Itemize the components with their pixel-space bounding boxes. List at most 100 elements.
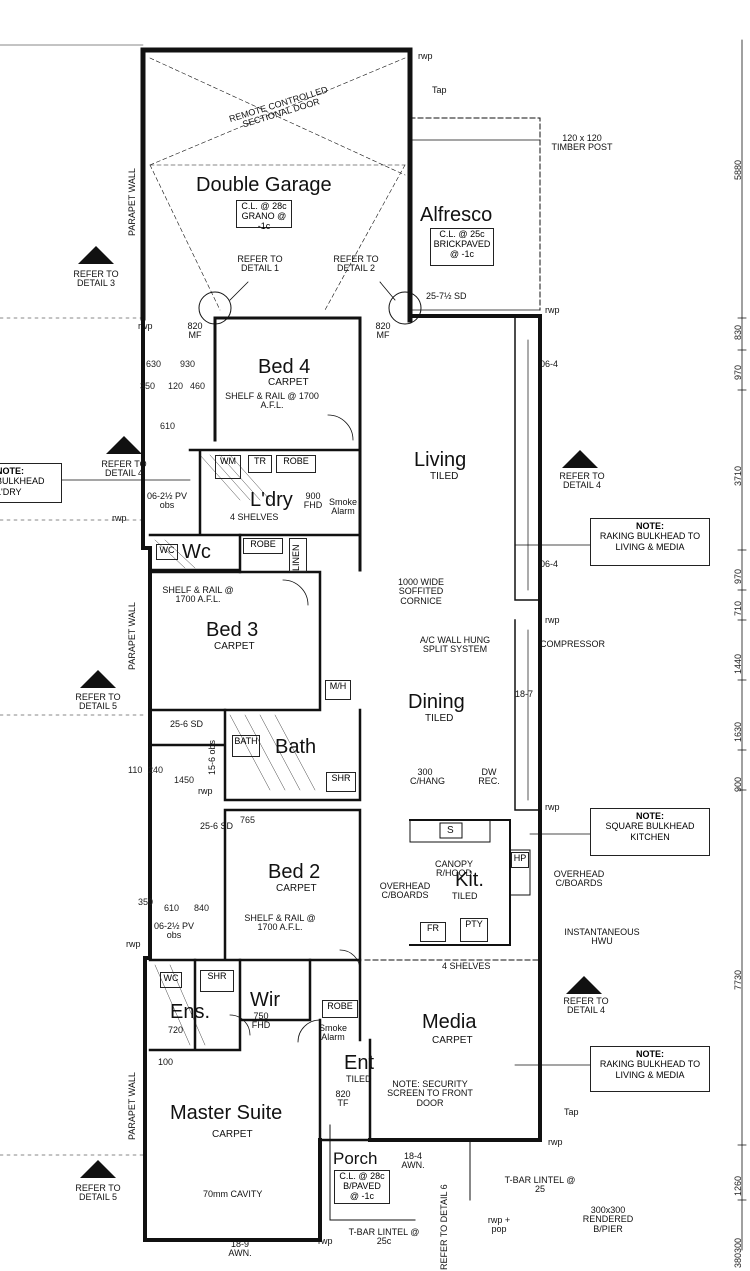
room-entry: Ent	[344, 1052, 375, 1074]
dim-right-900: 900	[733, 776, 743, 792]
dim-240: 240	[148, 765, 164, 775]
garage-door-label: REMOTE CONTROLLED SECTIONAL DOOR	[227, 84, 329, 130]
refer-detail-4-right: REFER TO DETAIL 4	[559, 471, 605, 491]
compressor-label: COMPRESSOR	[540, 639, 606, 649]
rwp-laundry: rwp	[112, 513, 127, 523]
window-06-4-upper: 06-4	[540, 359, 559, 369]
fixture-wc: WC	[156, 544, 178, 560]
note-square-bulkhead: NOTE: SQUARE BULKHEAD KITCHEN	[590, 808, 710, 856]
dim-610-upper: 610	[160, 421, 176, 431]
sd-25-7: 25-7½ SD	[426, 291, 467, 301]
refer-detail-5-lower: REFER TO DETAIL 5	[75, 1183, 121, 1203]
hwu-label: INSTANTANEOUS HWU	[564, 927, 640, 947]
chang-label: 300 C/HANG	[410, 767, 446, 787]
bed2-floor: CARPET	[276, 883, 317, 894]
room-laundry: L'dry	[250, 489, 293, 511]
rwp-media: rwp	[548, 1137, 563, 1147]
room-bed2: Bed 2	[268, 861, 321, 883]
room-wc: Wc	[182, 541, 211, 563]
bed4-shelf: SHELF & RAIL @ 1700 A.F.L.	[225, 391, 319, 411]
section-marker-detail4-right	[562, 450, 598, 468]
room-master-suite: Master Suite	[170, 1102, 283, 1124]
dim-right-7730: 7730	[733, 969, 743, 990]
porch-cl: C.L. @ 28c	[339, 1171, 385, 1181]
garage-walls	[140, 47, 413, 323]
alfresco-cl: C.L. @ 25c	[439, 229, 485, 239]
rwp-compressor: rwp	[545, 615, 560, 625]
section-marker-detail3	[78, 246, 114, 264]
note-square-text: SQUARE BULKHEAD KITCHEN	[605, 821, 695, 842]
fixture-shr-bath: SHR	[326, 772, 356, 792]
note-raking2-title: NOTE:	[636, 1049, 664, 1059]
section-marker-detail5-lower	[80, 1160, 116, 1178]
window-06-4-lower: 06-4	[540, 559, 559, 569]
mf-820-right: 820 MF	[375, 321, 391, 341]
dim-350-lower: 350	[138, 897, 154, 907]
dim-460: 460	[190, 381, 206, 391]
garage-floor: GRANO @ -1c	[241, 210, 287, 231]
tbar-lintel-25c: T-BAR LINTEL @ 25c	[348, 1227, 420, 1247]
note-raking1-title: NOTE:	[636, 521, 664, 531]
master-floor: CARPET	[212, 1129, 253, 1140]
section-marker-detail4-lower	[566, 976, 602, 994]
living-floor: TILED	[430, 471, 459, 482]
ac-label: A/C WALL HUNG SPLIT SYSTEM	[419, 635, 491, 655]
fixture-linen: LINEN	[289, 538, 307, 572]
awn-18-9: 18-9 AWN.	[228, 1239, 252, 1259]
tap-lower: Tap	[564, 1107, 579, 1117]
dim-765: 765	[240, 815, 256, 825]
obs-15-6: 15-6 obs	[207, 739, 217, 775]
room-wir: Wir	[250, 989, 280, 1011]
soffit-label: 1000 WIDE SOFFITED CORNICE	[397, 577, 445, 606]
porch-outline	[329, 1124, 416, 1221]
fhd-900: 900 FHD	[303, 491, 323, 511]
dim-right-970b: 970	[733, 568, 743, 584]
garage-ceiling-box: C.L. @ 28c GRANO @ -1c	[236, 200, 292, 231]
dim-840: 840	[194, 903, 210, 913]
detail-2-circle	[388, 291, 422, 325]
porch-floor: B/PAVED	[343, 1180, 381, 1191]
bed3-shelf: SHELF & RAIL @ 1700 A.F.L.	[162, 585, 234, 605]
dim-right-380300: 380300	[733, 1237, 743, 1268]
fixture-bath: BATH	[232, 735, 260, 757]
media-floor: CARPET	[432, 1035, 473, 1046]
entry-floor: TILED	[346, 1074, 372, 1084]
dim-110: 110	[128, 765, 143, 775]
alfresco-ceiling-box: C.L. @ 25c BRICKPAVED @ -1c	[430, 228, 494, 266]
refer-detail-4-left: REFER TO DETAIL 4	[101, 459, 147, 479]
master-cavity: 70mm CAVITY	[203, 1189, 263, 1199]
bed2-shelf: SHELF & RAIL @ 1700 A.F.L.	[244, 913, 316, 933]
dining-floor: TILED	[425, 713, 454, 724]
dw-label: DW REC.	[478, 767, 500, 787]
room-kitchen: Kit.	[455, 869, 484, 891]
window-18-7: 18-7	[515, 689, 534, 699]
dim-right-3710: 3710	[733, 465, 743, 486]
mf-820-left: 820 MF	[187, 321, 203, 341]
laundry-walls	[148, 448, 362, 537]
kitchen-floor: TILED	[452, 891, 478, 901]
parapet-wall-lower: PARAPET WALL	[127, 1072, 137, 1140]
refer-detail-5-upper: REFER TO DETAIL 5	[75, 692, 121, 712]
alfresco-level: @ -1c	[449, 248, 475, 259]
dim-1450: 1450	[174, 775, 195, 785]
tbar-lintel-25: T-BAR LINTEL @ 25	[504, 1175, 576, 1195]
room-living: Living	[414, 449, 467, 471]
security-note: NOTE: SECURITY SCREEN TO FRONT DOOR	[387, 1079, 473, 1108]
room-media: Media	[422, 1011, 477, 1033]
bed4-floor: CARPET	[268, 377, 309, 388]
note-raking-bulkhead-2: NOTE: RAKING BULKHEAD TO LIVING & MEDIA	[590, 1046, 710, 1092]
wir-door: 750 FHD	[251, 1011, 271, 1031]
refer-detail-3: REFER TO DETAIL 3	[73, 269, 119, 289]
porch-ceiling-box: C.L. @ 28c B/PAVED @ -1c	[334, 1170, 390, 1204]
door-swings	[229, 414, 361, 1043]
rwp-alfresco: rwp	[545, 305, 560, 315]
dim-right-1260: 1260	[733, 1175, 743, 1196]
overhead-cb-left: OVERHEAD C/BOARDS	[379, 881, 431, 901]
kitchen-bench	[409, 819, 491, 843]
tap-top: Tap	[432, 85, 447, 95]
sd-25-6-lower: 25-6 SD	[200, 821, 234, 831]
section-marker-detail5-upper	[80, 670, 116, 688]
dim-610-lower: 610	[164, 903, 180, 913]
rwp-master: rwp	[318, 1236, 333, 1246]
wc-walls	[148, 533, 242, 574]
